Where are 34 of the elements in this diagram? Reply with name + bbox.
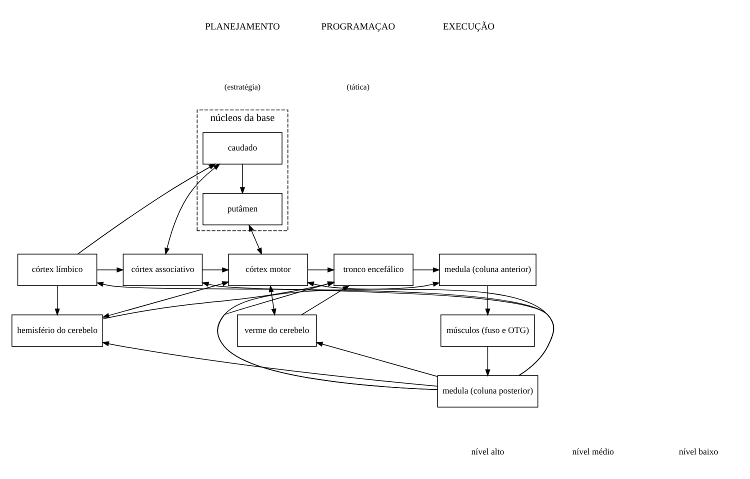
arrow — [77, 164, 216, 254]
node-box: músculos (fuso e OTG) — [440, 314, 535, 347]
label: nível médio — [572, 446, 614, 456]
node-box: córtex motor — [228, 254, 308, 286]
arrow — [202, 267, 230, 272]
label: (estratégia) — [224, 82, 261, 92]
arrow — [102, 341, 438, 387]
arrow — [102, 281, 230, 318]
arrow — [301, 285, 350, 316]
label: EXECUÇÃO — [442, 22, 495, 32]
arrow — [308, 267, 335, 272]
arrow — [316, 342, 438, 377]
arrow — [96, 267, 124, 272]
arrow — [485, 346, 490, 377]
arrow — [164, 163, 220, 256]
label: nível baixo — [678, 446, 718, 456]
arrow — [54, 286, 60, 316]
node-box: verme do cerebelo — [237, 314, 317, 347]
arrow — [485, 286, 490, 316]
node-box: caudado — [202, 132, 282, 164]
label: PROGRAMAÇAO — [321, 22, 396, 32]
node-box: córtex límbico — [17, 254, 98, 286]
label: PLANEJAMENTO — [205, 22, 280, 32]
node-box: medula (coluna posterior) — [437, 375, 538, 408]
node-box: tronco encefálico — [334, 254, 414, 286]
arrow — [248, 224, 262, 256]
arrow — [412, 267, 440, 272]
node-box: medula (coluna anterior) — [439, 254, 536, 286]
node-box: córtex associativo — [122, 254, 203, 286]
arrow — [240, 164, 246, 194]
node-box: hemisfério do cerebelo — [12, 314, 104, 347]
node-box: putâmen — [202, 193, 282, 226]
label: (tática) — [346, 82, 370, 92]
label: nível alto — [471, 446, 504, 456]
